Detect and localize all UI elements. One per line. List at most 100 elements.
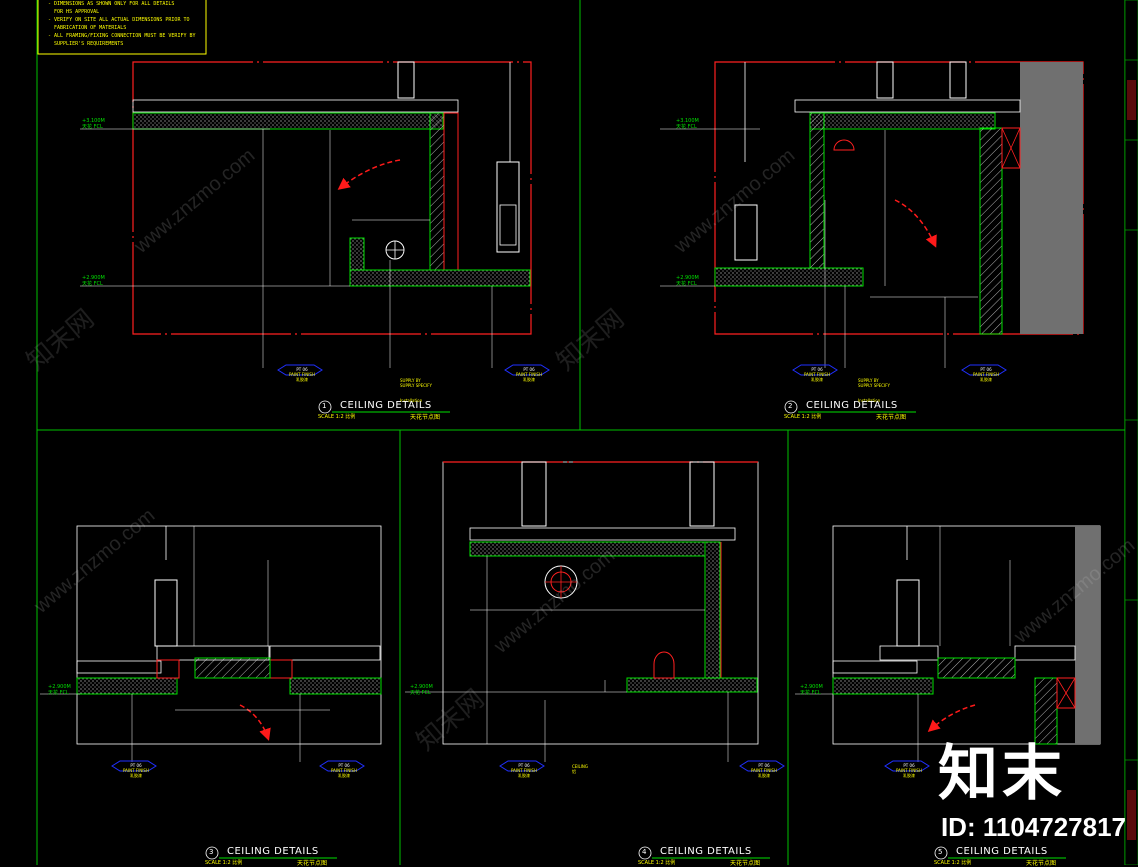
detail-title-5: 5 CEILING DETAILS SCALE 1:2 比例 天花节点图: [934, 846, 1074, 867]
tag-finish: PAINT FINISH: [804, 372, 830, 377]
detail-number-circle: [205, 846, 219, 860]
watermark: 知末 ID: 1104727817: [938, 744, 1126, 843]
tag-code: PT 06: [523, 367, 535, 372]
detail-number-circle: [934, 846, 948, 860]
level-marker-d1-bot: +2.900M 天花 FCL: [82, 275, 105, 287]
tag-hexagon: [499, 760, 545, 772]
tag-hexagon: [792, 364, 838, 376]
tag-code: PT 06: [296, 367, 308, 372]
tag-code: PT 06: [338, 763, 350, 768]
detail-scale: SCALE 1:2 比例: [318, 414, 356, 420]
detail-title-2: 2 CEILING DETAILS SCALE 1:2 比例 天花节点图: [784, 400, 924, 421]
tag-code: PT 06: [980, 367, 992, 372]
tag-code: PT 06: [518, 763, 530, 768]
watermark-id: ID: 1104727817: [940, 812, 1126, 842]
tag-layer: [111, 364, 1007, 772]
tag-code: PT 06: [130, 763, 142, 768]
tag-finish: PAINT FINISH: [896, 768, 922, 773]
detail-number: 1: [322, 402, 327, 410]
tag-finish: PAINT FINISH: [973, 372, 999, 377]
detail-3: [40, 525, 382, 762]
level-marker-d4: +2.900M 天花 FCL: [410, 684, 433, 696]
detail-title-cn: 天花节点图: [876, 414, 907, 421]
title-block-strip: [1124, 0, 1138, 865]
tag-finish: PAINT FINISH: [516, 372, 542, 377]
note-line: - DIMENSIONS AS SHOWN ONLY FOR ALL DETAI…: [48, 1, 175, 7]
note-line: - ALL FRAMING/FIXING CONNECTION MUST BE …: [48, 33, 196, 39]
detail-title-3: 3 CEILING DETAILS SCALE 1:2 比例 天花节点图: [205, 846, 345, 867]
tag-finish-cn: 乳胶漆: [130, 773, 142, 778]
detail-number: 5: [938, 848, 943, 856]
level-marker-d2-bot: +2.900M 天花 FCL: [676, 275, 699, 287]
callout-d4: CEILING 铝: [572, 764, 588, 774]
title-layer: [205, 400, 1066, 860]
detail-number: 4: [642, 848, 647, 856]
tag-finish: PAINT FINISH: [751, 768, 777, 773]
detail-number: 3: [209, 848, 214, 856]
tag-finish-cn: 乳胶漆: [296, 377, 308, 382]
tag-finish-cn: 乳胶漆: [758, 773, 770, 778]
detail-title-cn: 天花节点图: [730, 860, 761, 867]
callout-d1: SUPPLY BY SUPPLY SPECIFY Installation: [400, 378, 432, 403]
detail-title-cn: 天花节点图: [1026, 860, 1057, 867]
level-marker-d2-top: +3.100M 天花 FCL: [676, 118, 699, 130]
watermark-logo: 知末: [938, 739, 1066, 809]
detail-title-text: CEILING DETAILS: [660, 846, 752, 857]
tag-code: PT 06: [903, 763, 915, 768]
tag-hexagon: [319, 760, 365, 772]
tag-finish: PAINT FINISH: [511, 768, 537, 773]
note-line: - VERIFY ON SITE ALL ACTUAL DIMENSIONS P…: [48, 17, 190, 23]
detail-title-text: CEILING DETAILS: [956, 846, 1048, 857]
level-marker-d1-top: +3.100M 天花 FCL: [82, 118, 105, 130]
detail-title-text: CEILING DETAILS: [806, 400, 898, 411]
detail-title-4: 4 CEILING DETAILS SCALE 1:2 比例 天花节点图: [638, 846, 778, 867]
tag-hexagon: [961, 364, 1007, 376]
tag-code: PT 06: [758, 763, 770, 768]
detail-number-circle: [784, 400, 798, 414]
tag-hexagon: [739, 760, 785, 772]
detail-4: [405, 461, 759, 762]
detail-scale: SCALE 1:2 比例: [638, 860, 676, 866]
tag-hexagon: [884, 760, 930, 772]
detail-title-cn: 天花节点图: [297, 860, 328, 867]
detail-1: [80, 61, 532, 368]
detail-2: [660, 61, 1084, 368]
tag-hexagon: [111, 760, 157, 772]
tag-finish: PAINT FINISH: [123, 768, 149, 773]
general-notes: - DIMENSIONS AS SHOWN ONLY FOR ALL DETAI…: [48, 0, 204, 48]
tag-finish-cn: 乳胶漆: [338, 773, 350, 778]
note-line: FOR HS APPROVAL: [48, 9, 100, 15]
tag-finish-cn: 乳胶漆: [980, 377, 992, 382]
tag-code: PT 06: [811, 367, 823, 372]
detail-scale: SCALE 1:2 比例: [784, 414, 822, 420]
note-line: FABRICATION OF MATERIALS: [48, 25, 127, 31]
detail-scale: SCALE 1:2 比例: [205, 860, 243, 866]
tag-finish-cn: 乳胶漆: [518, 773, 530, 778]
detail-scale: SCALE 1:2 比例: [934, 860, 972, 866]
level-marker-d3: +2.900M 天花 FCL: [48, 684, 71, 696]
tag-finish: PAINT FINISH: [331, 768, 357, 773]
tag-hexagon: [277, 364, 323, 376]
detail-title-cn: 天花节点图: [410, 414, 441, 421]
detail-number-circle: [638, 846, 652, 860]
tag-hexagon: [504, 364, 550, 376]
sheet-frame: [36, 0, 1138, 865]
detail-number: 2: [788, 402, 793, 410]
tag-finish-cn: 乳胶漆: [523, 377, 535, 382]
detail-5: [795, 525, 1101, 762]
notes-box: [37, 0, 207, 55]
detail-number-circle: [318, 400, 332, 414]
note-line: SUPPLIER'S REQUIREMENTS: [48, 41, 124, 47]
tag-finish-cn: 乳胶漆: [811, 377, 823, 382]
detail-title-text: CEILING DETAILS: [227, 846, 319, 857]
